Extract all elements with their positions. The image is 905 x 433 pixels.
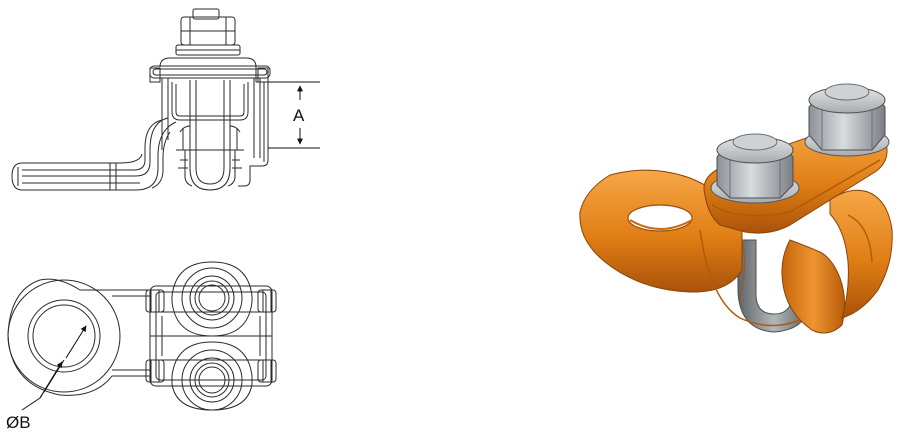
side-view-lug-arm <box>11 117 177 191</box>
nut-left <box>716 133 794 199</box>
clamp-3d-render <box>579 83 893 334</box>
dimension-b-label: ØB <box>6 413 31 432</box>
top-view-nut-lower <box>171 341 253 411</box>
top-view-nut-upper <box>171 261 253 337</box>
clamp-front-jaw <box>781 239 846 334</box>
clamp-back-jaw <box>829 189 893 319</box>
dimension-a-label: A <box>293 106 305 125</box>
eye-hole <box>627 204 693 232</box>
top-view-eye-ring <box>7 278 150 396</box>
side-view-clamp-body <box>149 57 271 191</box>
side-view-drawing <box>11 8 271 191</box>
dimension-b: ØB <box>6 325 87 432</box>
side-view-nut <box>175 8 241 56</box>
top-view-drawing <box>7 261 277 411</box>
nut-right <box>808 83 886 151</box>
dimension-a: A <box>268 81 320 149</box>
